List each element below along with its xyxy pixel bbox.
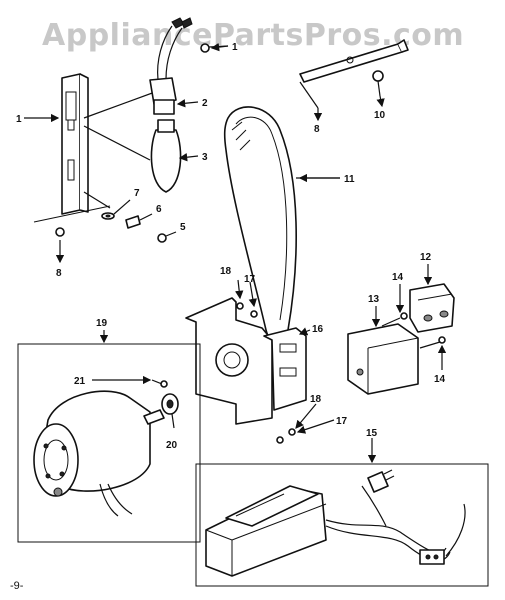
callout-5: 5 [180,222,186,233]
callout-12: 12 [420,252,432,263]
screws-14 [381,312,446,349]
callout-16: 16 [312,324,324,335]
callout-3: 3 [202,152,208,163]
light-bracket [61,73,156,215]
callout-18-top: 18 [220,266,232,277]
lamp-socket [149,17,193,115]
power-cord [325,469,466,565]
callout-2: 2 [202,98,208,109]
callout-8-top: 8 [314,124,320,135]
callout-20: 20 [166,440,178,451]
callout-18-bottom: 18 [310,394,322,405]
callout-17-top: 17 [244,274,256,285]
motor-panel-box [17,343,201,543]
callout-14-bottom: 14 [434,374,446,385]
motor-pulley [161,393,179,429]
callout-13: 13 [368,294,380,305]
foot-control-panel-box [195,463,489,587]
callout-19: 19 [96,318,108,329]
callout-15: 15 [366,428,378,439]
foot-control-pedal [205,485,327,577]
drive-belt [223,106,340,343]
page-number: -9- [10,580,24,592]
callout-17-bottom: 17 [336,416,348,427]
fastener-7 [101,199,131,220]
callout-11: 11 [344,174,355,185]
callout-8-left: 8 [56,268,62,279]
fastener-6 [125,213,153,229]
callout-1-left: 1 [16,114,22,125]
sewing-motor [33,390,165,517]
capacitor-box [347,323,419,395]
pulley-screw [151,379,168,388]
callout-7: 7 [134,188,140,199]
callout-21: 21 [74,376,86,387]
terminal-block [409,283,455,333]
callout-6: 6 [156,204,162,215]
callout-1-top: 1 [232,42,238,53]
motor-mount-bracket [185,297,307,444]
light-bulb [150,119,182,193]
callout-10: 10 [374,110,386,121]
lamp-shield [299,39,409,109]
callout-14-top: 14 [392,272,404,283]
fastener-5 [157,231,177,243]
fastener-8-left [33,205,111,237]
